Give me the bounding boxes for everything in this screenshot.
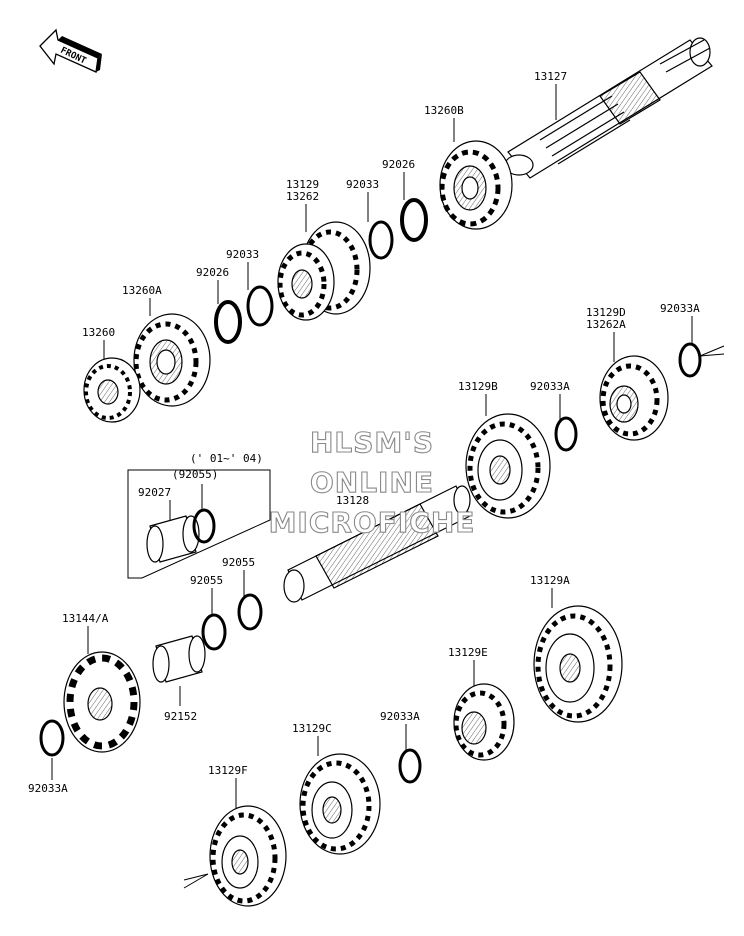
label-92033A-mid: 92033A	[530, 380, 570, 393]
label-13129C: 13129C	[292, 722, 332, 735]
watermark-line3: MICROFICHE	[269, 506, 476, 539]
ring-92026-top	[400, 198, 428, 242]
label-years: (' 01~' 04)	[190, 452, 263, 465]
label-13129F: 13129F	[208, 764, 248, 777]
label-92033A-right: 92033A	[660, 302, 700, 315]
oring-92055-a	[201, 613, 227, 651]
gear-13260A	[133, 313, 211, 407]
gear-13129E	[453, 683, 515, 761]
label-13129B: 13129B	[458, 380, 498, 393]
sprocket-13144A	[63, 651, 141, 753]
gear-13129B	[465, 413, 551, 519]
circlip-92033A-low	[398, 748, 422, 784]
label-92152: 92152	[164, 710, 197, 723]
circlip-92033-mid	[246, 285, 274, 327]
label-13260: 13260	[82, 326, 115, 339]
circlip-92033A-mid	[554, 416, 578, 452]
watermark: HLSM'S ONLINE MICROFICHE	[268, 425, 476, 539]
gear-13129F	[183, 805, 287, 907]
circlip-92033A-right	[678, 342, 725, 378]
gear-13260	[83, 357, 141, 423]
label-92055-paren: (92055)	[172, 468, 218, 481]
gear-13260B	[439, 140, 513, 230]
part-labels: 13127 13260B 92026 92033 13129 13262 920…	[28, 70, 700, 795]
gear-13129A	[533, 605, 623, 723]
leader-lines	[51, 84, 693, 808]
label-13262: 13262	[286, 190, 319, 203]
circlip-92033-top	[368, 220, 394, 260]
output-shaft-13127	[504, 37, 713, 179]
watermark-line1: HLSM'S	[310, 426, 434, 459]
label-13129E: 13129E	[448, 646, 488, 659]
bushing-92027	[146, 515, 200, 563]
label-92055-b: 92055	[222, 556, 255, 569]
label-13260A: 13260A	[122, 284, 162, 297]
label-13144A: 13144/A	[62, 612, 109, 625]
label-13260B: 13260B	[424, 104, 464, 117]
gear-13129	[277, 221, 371, 321]
variant-bracket	[127, 469, 271, 579]
label-92033A-left: 92033A	[28, 782, 68, 795]
label-92026-mid: 92026	[196, 266, 229, 279]
label-92027: 92027	[138, 486, 171, 499]
oring-92055-paren	[192, 508, 216, 544]
label-13129A: 13129A	[530, 574, 570, 587]
label-92033-top: 92033	[346, 178, 379, 191]
label-92033-mid: 92033	[226, 248, 259, 261]
label-92026-top: 92026	[382, 158, 415, 171]
label-13129: 13129	[286, 178, 319, 191]
label-13262A: 13262A	[586, 318, 626, 331]
main-shaft-13128	[283, 485, 471, 603]
ring-92026-mid	[214, 300, 242, 344]
label-92055-a: 92055	[190, 574, 223, 587]
bushing-92152	[152, 635, 206, 683]
front-arrow-icon: FRONT	[39, 28, 102, 73]
gear-13129C	[299, 753, 381, 855]
label-13127: 13127	[534, 70, 567, 83]
label-13128: 13128	[336, 494, 369, 507]
circlip-92033A-left	[39, 719, 65, 757]
label-92033A-low: 92033A	[380, 710, 420, 723]
label-13129D: 13129D	[586, 306, 626, 319]
watermark-line2: ONLINE	[310, 466, 434, 499]
oring-92055-b	[237, 593, 263, 631]
gear-13129D	[599, 355, 669, 441]
